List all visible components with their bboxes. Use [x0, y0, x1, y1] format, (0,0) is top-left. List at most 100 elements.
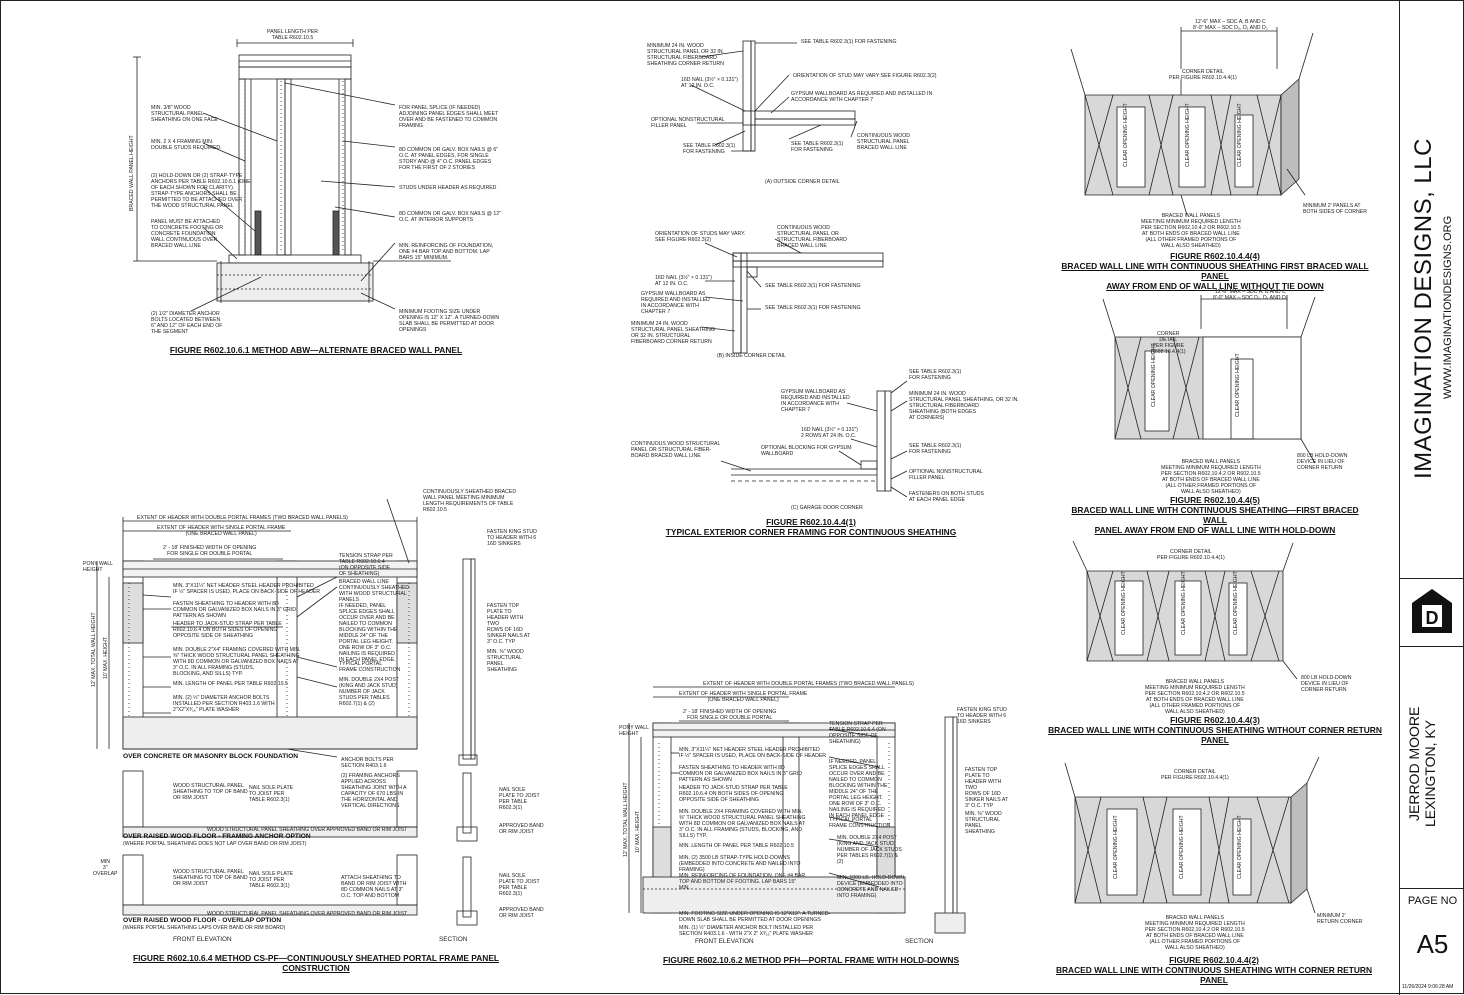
cspf-floor1-sub: (WHERE PORTAL SHEATHING DOES NOT LAP OVE…	[123, 841, 307, 847]
logo-cell: D	[1400, 579, 1464, 647]
cspf-fl4: APPROVED BAND OR RIM JOIST	[499, 823, 544, 835]
client-cell: JERROD MOORE LEXINGTON, KY	[1400, 647, 1464, 889]
f2-clear-3: CLEAR OPENING HEIGHT	[1237, 815, 1243, 879]
cspf-note5: MIN. (2) ½" DIAMETER ANCHOR BOLTS INSTAL…	[173, 695, 275, 713]
corner-a-note7: SEE TABLE R602.3(1) FOR FASTENING	[791, 141, 844, 153]
cspf-drawing	[96, 498, 478, 926]
f2-corner: CORNER DETAIL PER FIGURE R602.10.4.4(1)	[1161, 769, 1229, 781]
svg-text:D: D	[1426, 608, 1439, 628]
cspf-fl3b: NAIL SOLE PLATE TO JOIST PER TABLE R602.…	[499, 873, 540, 897]
cspf-note2: HEADER TO JACK-STUD STRAP PER TABLE R602…	[173, 621, 282, 639]
f3-note1: BRACED WALL PANELS MEETING MINIMUM REQUI…	[1145, 679, 1245, 715]
figure-cs-pf: CONTINUOUSLY SHEATHED BRACED WALL PANEL …	[83, 487, 567, 947]
corner-b-note1: CONTINUOUS WOOD STRUCTURAL PANEL OR STRU…	[777, 225, 847, 249]
abw-note-r3: 8D COMMON OR GALV. BOX NAILS @ 12" O.C. …	[399, 211, 501, 223]
figure-f4: 12'-6" MAX – SDC A, B AND C 8'-0" MAX – …	[1061, 19, 1381, 251]
abw-drawing	[133, 39, 451, 312]
f4-dim: 12'-6" MAX – SDC A, B AND C 8'-0" MAX – …	[1193, 19, 1268, 31]
cspf-h2: 10' MAX. HEIGHT	[103, 637, 109, 679]
f5-dim: 12'-6" MAX – SDC A, B AND C 8'-0" MAX – …	[1213, 289, 1288, 301]
corner-sub-a: (a) OUTSIDE CORNER DETAIL	[765, 179, 840, 185]
f4-clear-2: CLEAR OPENING HEIGHT	[1185, 103, 1191, 167]
f2-note1: BRACED WALL PANELS MEETING MINIMUM REQUI…	[1145, 915, 1245, 951]
pfh-section: SECTION	[905, 938, 934, 945]
cspf-fasten2: FASTEN TOP PLATE TO HEADER WITH TWO ROWS…	[487, 603, 531, 645]
corner-a-note5: ORIENTATION OF STUD MAY VARY SEE FIGURE …	[793, 73, 937, 79]
cspf-h1: 12' MAX. TOTAL WALL HEIGHT	[91, 612, 97, 688]
cspf-half: MIN. ⅜" WOOD STRUCTURAL PANEL SHEATHING	[487, 649, 524, 673]
corner-c-note7: OPTIONAL NONSTRUCTURAL FILLER PANEL	[909, 469, 983, 481]
pfh-note-r4: MIN. 1000 LB. HOLD-DOWN DEVICE (EMBEDDED…	[837, 875, 905, 899]
cspf-fl0: WOOD STRUCTURAL PANEL SHEATHING TO TOP O…	[173, 783, 248, 801]
corner-b-note0: ORIENTATION OF STUDS MAY VARY. SEE FIGUR…	[655, 231, 746, 243]
cspf-floor1: OVER RAISED WOOD FLOOR - FRAMING ANCHOR …	[123, 833, 311, 840]
f5-note1: BRACED WALL PANELS MEETING MINIMUM REQUI…	[1161, 459, 1261, 495]
abw-note-r1: 8D COMMON OR GALV. BOX NAILS @ 6" O.C. A…	[399, 147, 499, 171]
figure-pfh: EXTENT OF HEADER WITH DOUBLE PORTAL FRAM…	[619, 677, 1019, 947]
f2-drawing	[1064, 756, 1320, 914]
pfh-half: MIN. ⅜" WOOD STRUCTURAL PANEL SHEATHING	[965, 811, 1002, 835]
abw-note-l2: (2) HOLD-DOWN OR (2) STRAP-TYPE ANCHORS …	[151, 173, 251, 209]
abw-note-l0: MIN. 3/8" WOOD STRUCTURAL PANEL SHEATHIN…	[151, 105, 218, 123]
pfh-note0: MIN. 3"x11¼" NET HEADER STEEL HEADER PRO…	[679, 747, 827, 759]
cspf-fl3: NAIL SOLE PLATE TO JOIST PER TABLE R602.…	[499, 787, 540, 811]
f5-clear-2: CLEAR OPENING HEIGHT	[1235, 353, 1241, 417]
pfh-h2: 10' MAX. HEIGHT	[635, 811, 641, 853]
pfh-note5: MIN. (2) 3500 LB STRAP-TYPE HOLD-DOWNS (…	[679, 855, 801, 873]
corner-c-note2: MINIMUM 24 IN. WOOD STRUCTURAL PANEL SHE…	[909, 391, 1019, 421]
pfh-note-r0: TENSION STRAP PER TABLE R602.10.6.4 (ON …	[829, 721, 886, 745]
f3-corner: CORNER DETAIL PER FIGURE R602.10.4.4(1)	[1157, 549, 1225, 561]
cspf-section: SECTION	[439, 936, 468, 943]
page-label: PAGE NO	[1407, 895, 1458, 907]
cspf-caption: FIGURE R602.10.6.4 METHOD CS-PF—CONTINUO…	[132, 953, 500, 973]
f3-clear-3: CLEAR OPENING HEIGHT	[1233, 571, 1239, 635]
f4-clear-1: CLEAR OPENING HEIGHT	[1123, 103, 1129, 167]
f3-note2: 800 LB HOLD-DOWN DEVICE IN LIEU OF CORNE…	[1301, 675, 1352, 693]
pfh-dim1: EXTENT OF HEADER WITH DOUBLE PORTAL FRAM…	[703, 681, 914, 687]
corner-b-note3: SEE TABLE R602.3(1) FOR FASTENING	[765, 283, 861, 289]
cspf-note-r4: MIN. DOUBLE 2x4 POST (KING AND JACK STUD…	[339, 677, 399, 707]
client-city: LEXINGTON, KY	[1422, 719, 1438, 827]
figure-corner-details: MINIMUM 24 IN. WOOD STRUCTURAL PANEL OR …	[621, 31, 1021, 511]
corner-a-note3: SEE TABLE R602.3(1) FOR FASTENING	[683, 143, 736, 155]
corner-c-note3: 16D NAIL (3½" × 0.131") 2 ROWS AT 24 IN.…	[801, 427, 858, 439]
cspf-fl1: NAIL SOLE PLATE TO JOIST PER TABLE R602.…	[249, 785, 294, 803]
cspf-fl5b: WOOD STRUCTURAL PANEL SHEATHING OVER APP…	[207, 911, 408, 917]
figure-f2: CORNER DETAIL PER FIGURE R602.10.4.4(1) …	[1061, 753, 1381, 959]
corner-a-note0: MINIMUM 24 IN. WOOD STRUCTURAL PANEL OR …	[647, 43, 725, 67]
pfh-dim2: EXTENT OF HEADER WITH SINGLE PORTAL FRAM…	[679, 691, 808, 703]
cspf-note-r1: BRACED WALL LINE CONTINUOUSLY SHEATHED W…	[339, 579, 410, 603]
pfh-front: FRONT ELEVATION	[695, 938, 754, 945]
corner-a-note6: GYPSUM WALLBOARD AS REQUIRED AND INSTALL…	[791, 91, 933, 103]
pfh-caption: FIGURE R602.10.6.2 METHOD PFH—PORTAL FRA…	[662, 955, 960, 965]
cspf-note-r3: TYPICAL PORTAL FRAME CONSTRUCTION	[339, 661, 401, 673]
pfh-dim3: 2' - 18' FINISHED WIDTH OF OPENING FOR S…	[683, 709, 777, 721]
f2-clear-1: CLEAR OPENING HEIGHT	[1113, 815, 1119, 879]
f5-corner: CORNER DETAIL PER FIGURE R602.10.4.4(1)	[1151, 331, 1186, 355]
company-name: IMAGINATION DESIGNS, LLC	[1410, 138, 1437, 479]
company-website: WWW.IMAGINATIONDESIGNS.ORG	[1442, 215, 1454, 399]
cspf-pony: PONY WALL HEIGHT	[83, 561, 113, 573]
pfh-note3: MIN. DOUBLE 2x4 FRAMING COVERED WITH MIN…	[679, 809, 806, 839]
pfh-note2: HEADER TO JACK-STUD STRAP PER TABLE R602…	[679, 785, 788, 803]
corner-c-note1: SEE TABLE R602.3(1) FOR FASTENING	[909, 369, 962, 381]
pfh-note-r3: MIN. DOUBLE 2x4 POST (KING AND JACK STUD…	[837, 835, 902, 865]
pfh-fasten2: FASTEN TOP PLATE TO HEADER WITH TWO ROWS…	[965, 767, 1009, 809]
cspf-dim3: 2' - 18' FINISHED WIDTH OF OPENING FOR S…	[163, 545, 257, 557]
abw-note-r0: FOR PANEL SPLICE (IF NEEDED) ADJOINING P…	[399, 105, 499, 129]
cspf-fl4b: APPROVED BAND OR RIM JOIST	[499, 907, 544, 919]
f4-note2: MINIMUM 2' PANELS AT BOTH SIDES OF CORNE…	[1303, 203, 1367, 215]
pfh-h1: 12' MAX. TOTAL WALL HEIGHT	[623, 782, 629, 858]
corner-b-note5: SEE TABLE R602.3(1) FOR FASTENING	[765, 305, 861, 311]
f3-clear-1: CLEAR OPENING HEIGHT	[1121, 571, 1127, 635]
cspf-anchor: ANCHOR BOLTS PER SECTION R403.1.6	[341, 757, 394, 769]
f3-clear-2: CLEAR OPENING HEIGHT	[1181, 571, 1187, 635]
corner-b-note4: GYPSUM WALLBOARD AS REQUIRED AND INSTALL…	[641, 291, 710, 315]
corner-sub-b: (b) INSIDE CORNER DETAIL	[717, 353, 786, 359]
f5-clear-1: CLEAR OPENING HEIGHT	[1151, 343, 1157, 407]
f4-clear-3: CLEAR OPENING HEIGHT	[1237, 103, 1243, 167]
cspf-dim1: EXTENT OF HEADER WITH DOUBLE PORTAL FRAM…	[137, 515, 348, 521]
title-block: IMAGINATION DESIGNS, LLC WWW.IMAGINATION…	[1399, 1, 1464, 995]
print-timestamp: 11/26/2024 9:06:28 AM	[1402, 984, 1454, 990]
